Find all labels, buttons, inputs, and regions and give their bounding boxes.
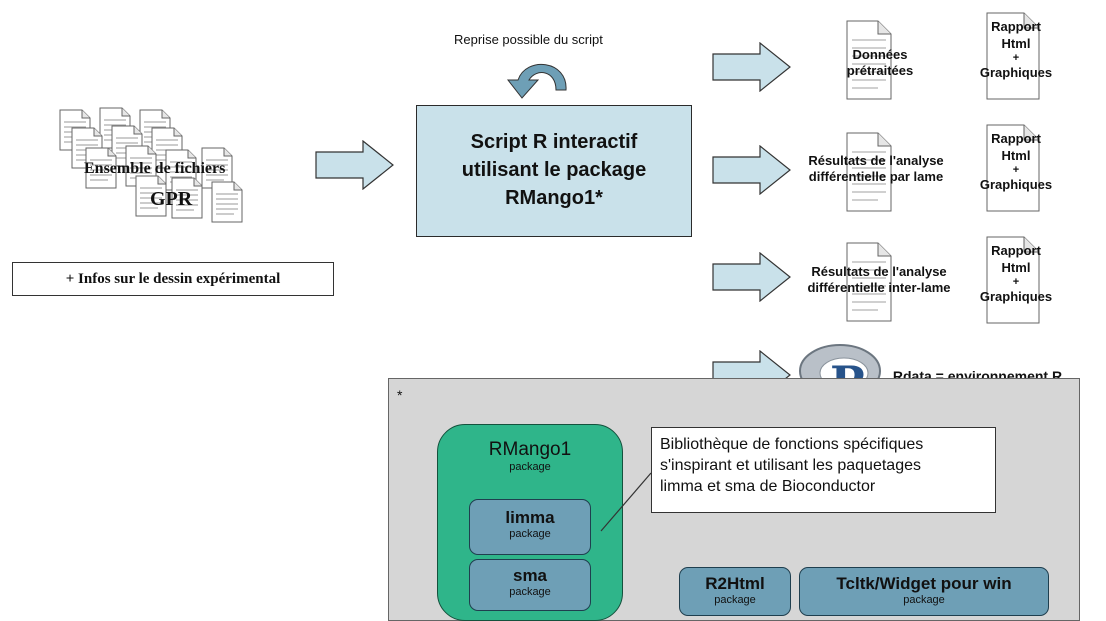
gpr-label: GPR: [150, 188, 193, 210]
output-2-line-1: Résultats de l'analyse: [808, 153, 944, 168]
report-3-line-3: Graphiques: [979, 289, 1053, 304]
report-3-line-2: Html: [1001, 260, 1031, 275]
report-3-label: Rapport Html + Graphiques: [966, 242, 1066, 305]
sma-sub: package: [509, 586, 551, 598]
callout-connector: [600, 472, 652, 532]
callout-line-2: s'inspirant et utilisant les paquetages: [660, 457, 921, 474]
r2html-name: R2Html: [705, 574, 765, 593]
report-2-line-3: Graphiques: [979, 177, 1053, 192]
tcltk-name: Tcltk/Widget pour win: [836, 574, 1012, 593]
output-1-line-2: prétraitées: [846, 63, 914, 78]
report-3-document-icon: [986, 236, 1040, 324]
output-2-document-icon: [846, 132, 892, 212]
r2html-package-box: R2Html package: [679, 567, 791, 616]
loop-arrow-icon: [506, 64, 567, 99]
tcltk-package-box: Tcltk/Widget pour win package: [799, 567, 1049, 616]
script-line-2: utilisant le package: [461, 159, 647, 181]
callout-line-3: limma et sma de Bioconductor: [660, 478, 876, 495]
infos-label: + Infos sur le dessin expérimental: [65, 271, 281, 287]
report-2-line-2: Html: [1001, 148, 1031, 163]
report-1-line-2: Html: [1001, 36, 1031, 51]
output-2-line-2: différentielle par lame: [808, 169, 944, 184]
script-line-1: Script R interactif: [470, 131, 638, 153]
limma-package-box: limma package: [469, 499, 591, 555]
callout-box: Bibliothèque de fonctions spécifiques s'…: [651, 427, 996, 513]
output-2-label: Résultats de l'analyse différentielle pa…: [786, 153, 966, 185]
r2html-sub: package: [714, 594, 756, 606]
legend-asterisk: *: [397, 387, 403, 403]
callout-line-1: Bibliothèque de fonctions spécifiques: [660, 436, 924, 453]
loop-label: Reprise possible du script: [454, 32, 603, 47]
rmango-sub: package: [509, 461, 551, 473]
output-3-document-icon: [846, 242, 892, 322]
arrow-to-output-2: [712, 145, 791, 195]
report-1-document-icon: [986, 12, 1040, 100]
output-3-label: Résultats de l'analyse différentielle in…: [784, 264, 974, 296]
report-2-document-icon: [986, 124, 1040, 212]
arrow-to-script: [315, 140, 394, 190]
output-1-line-1: Données: [852, 47, 908, 62]
infos-box: + Infos sur le dessin expérimental: [12, 262, 334, 296]
sma-name: sma: [512, 566, 548, 585]
limma-sub: package: [509, 528, 551, 540]
arrow-to-output-3: [712, 252, 791, 302]
report-2-line-1: Rapport: [991, 131, 1041, 146]
report-2-label: Rapport Html + Graphiques: [966, 130, 1066, 193]
output-1-document-icon: [846, 20, 892, 100]
arrow-to-output-1: [712, 42, 791, 92]
report-1-line-3: Graphiques: [979, 65, 1053, 80]
report-1-label: Rapport Html + Graphiques: [966, 18, 1066, 81]
report-2-plus: +: [1012, 164, 1020, 176]
limma-name: limma: [505, 508, 555, 527]
report-3-plus: +: [1012, 276, 1020, 288]
rmango-name: RMango1: [488, 439, 572, 460]
legend-panel: * RMango1 package limma package sma pack…: [388, 378, 1080, 621]
tcltk-sub: package: [903, 594, 945, 606]
script-box: Script R interactif utilisant le package…: [416, 105, 692, 237]
script-line-3: RMango1*: [505, 187, 603, 209]
report-1-plus: +: [1012, 52, 1020, 64]
report-3-line-1: Rapport: [991, 243, 1041, 258]
gpr-files-stack: Ensemble de fichiers GPR: [52, 100, 282, 235]
output-1-label: Données prétraitées: [810, 47, 950, 79]
report-1-line-1: Rapport: [991, 19, 1041, 34]
sma-package-box: sma package: [469, 559, 591, 611]
output-3-line-1: Résultats de l'analyse: [811, 264, 947, 279]
files-label: Ensemble de fichiers: [84, 160, 226, 177]
output-3-line-2: différentielle inter-lame: [807, 280, 951, 295]
